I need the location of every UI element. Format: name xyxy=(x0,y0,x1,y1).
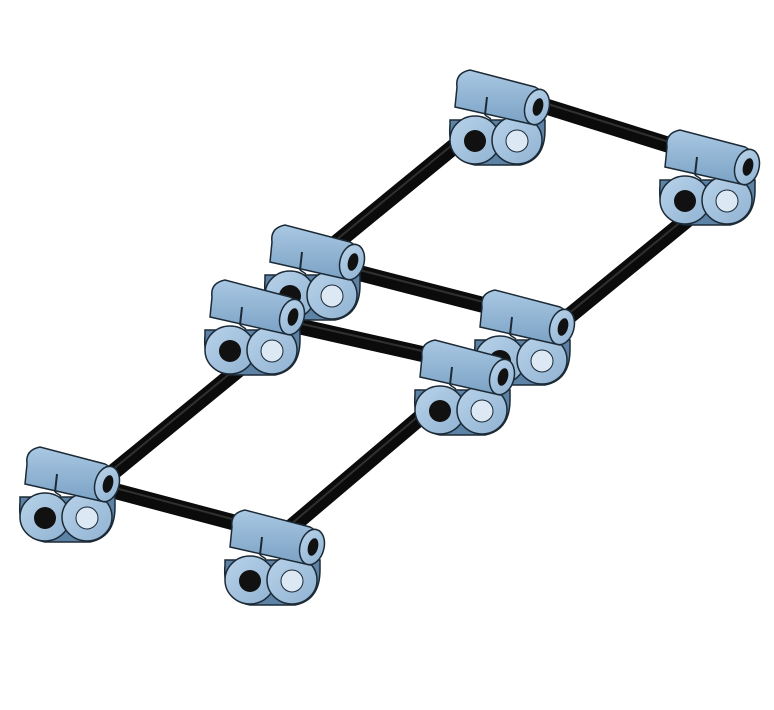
rod-layer xyxy=(87,95,713,536)
rod[interactable] xyxy=(92,479,263,536)
connector-layer xyxy=(18,69,764,606)
tee-connector[interactable] xyxy=(448,69,554,166)
rod[interactable] xyxy=(282,397,443,536)
tee-connector[interactable] xyxy=(203,279,309,376)
tee-connector[interactable] xyxy=(658,129,764,226)
rod[interactable] xyxy=(322,127,476,256)
rod[interactable] xyxy=(527,95,693,158)
rod[interactable] xyxy=(272,314,448,366)
tee-connector[interactable] xyxy=(413,339,519,436)
tee-connector[interactable] xyxy=(18,446,124,543)
tee-connector[interactable] xyxy=(223,509,329,606)
rod[interactable] xyxy=(332,260,503,316)
